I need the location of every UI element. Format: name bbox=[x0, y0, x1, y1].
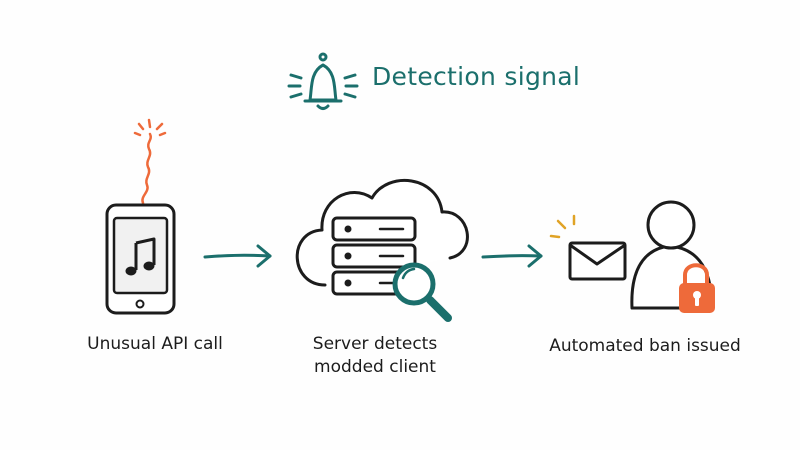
diagram-title: Detection signal bbox=[372, 62, 581, 91]
mail-envelope-icon bbox=[549, 214, 627, 281]
magnifier-icon bbox=[392, 262, 452, 322]
user-lock-mail-icon bbox=[549, 200, 715, 313]
arrow-right-icon bbox=[481, 244, 543, 268]
arrow-right-icon bbox=[203, 244, 272, 268]
step-label-unusual-api-call: Unusual API call bbox=[60, 333, 250, 356]
music-note-icon bbox=[125, 237, 156, 276]
step-label-automated-ban: Automated ban issued bbox=[535, 335, 755, 358]
step-label-line: Unusual API call bbox=[87, 334, 223, 354]
cloud-server-magnifier-icon bbox=[295, 179, 469, 322]
signal-squiggle bbox=[133, 118, 167, 205]
step-label-line: Automated ban issued bbox=[549, 336, 741, 356]
step-label-line: Server detects bbox=[312, 334, 438, 354]
step-label-line: modded client bbox=[314, 357, 436, 377]
smartphone-music-icon bbox=[105, 118, 176, 315]
bell-icon bbox=[287, 52, 359, 110]
step-label-server-detects: Server detects modded client bbox=[275, 333, 475, 379]
padlock-icon bbox=[679, 263, 715, 313]
